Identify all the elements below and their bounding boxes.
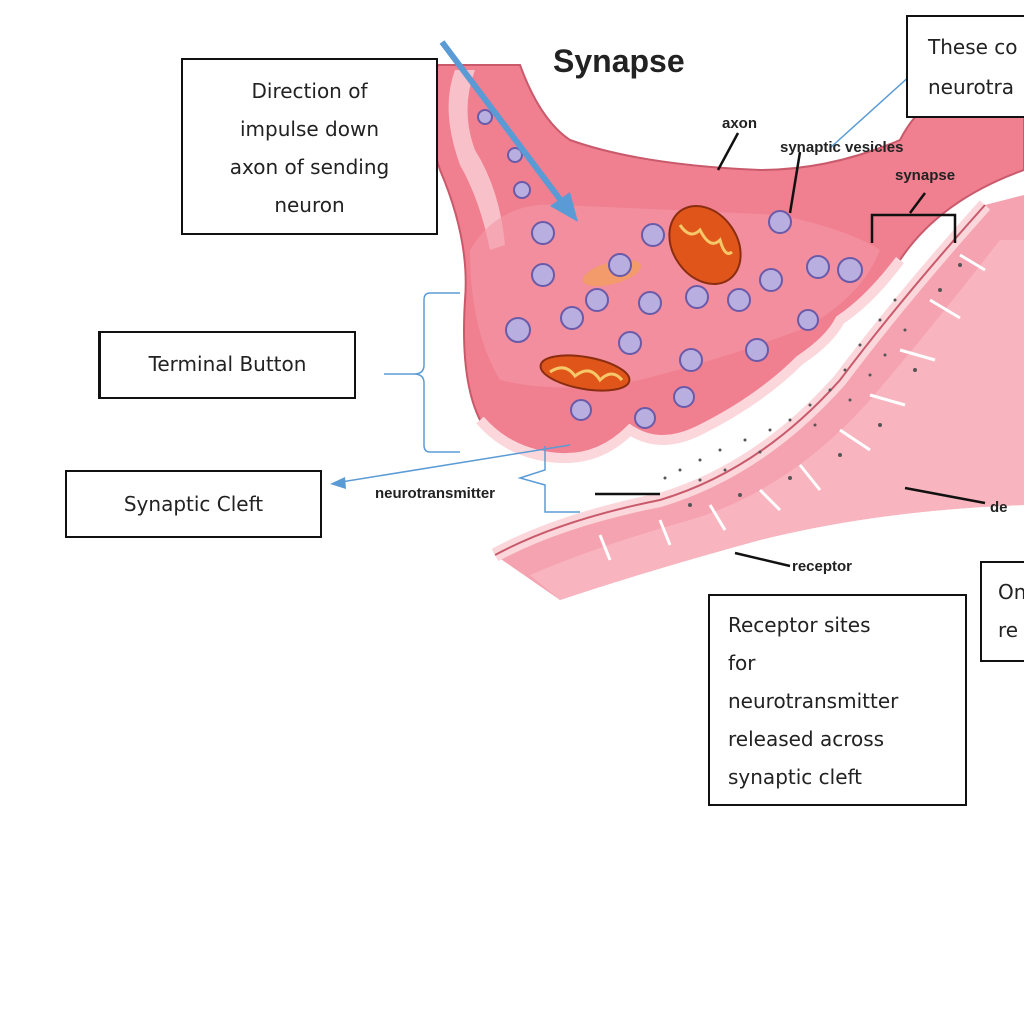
receptor-spikes — [598, 253, 986, 561]
neurotransmitter-dots — [663, 263, 962, 507]
note-line: axon of sending — [229, 155, 390, 179]
note-line: Direction of — [251, 79, 368, 103]
label-dendrite: de — [990, 499, 1008, 516]
note-line: These co — [928, 35, 1018, 59]
note-line: neurotra — [928, 75, 1014, 99]
label-receptor: receptor — [792, 558, 852, 575]
note-text: Synaptic Cleft — [123, 492, 264, 516]
dendrite-inner — [530, 240, 1024, 600]
label-synapse: synapse — [895, 167, 955, 184]
dendrite-edge — [494, 204, 986, 556]
label-neurotransmitter: neurotransmitter — [375, 485, 495, 502]
note-synaptic-cleft: Synaptic Cleft — [65, 470, 322, 538]
axon-light-band — [448, 70, 505, 250]
synaptic-vesicles — [477, 109, 863, 429]
note-receptor-sites: Receptor sites for neurotransmitter rele… — [708, 594, 967, 806]
note-line: released across — [728, 727, 885, 751]
note-line: On — [998, 580, 1024, 604]
note-vesicles-partial: These co neurotra — [906, 15, 1024, 118]
note-line: neurotransmitter — [728, 689, 899, 713]
note-direction-of-impulse: Direction of impulse down axon of sendin… — [181, 58, 438, 235]
note-line: synaptic cleft — [728, 765, 863, 789]
label-axon: axon — [722, 115, 757, 132]
note-line: Receptor sites — [728, 613, 871, 637]
label-synaptic-vesicles: synaptic vesicles — [780, 139, 903, 156]
note-terminal-button: Terminal Button — [98, 331, 356, 399]
terminal-inner — [470, 204, 880, 388]
impulse-direction-arrow — [439, 40, 578, 222]
note-line: for — [728, 651, 756, 675]
mitochondria — [539, 205, 742, 392]
note-line: re — [998, 618, 1019, 642]
note-line: neuron — [274, 193, 345, 217]
diagram-title: Synapse — [553, 43, 685, 79]
label-leaders — [595, 132, 986, 568]
note-right-partial: On re — [980, 561, 1024, 662]
terminal-membrane — [476, 256, 904, 464]
arrowhead-cleft — [330, 477, 346, 489]
note-text: Terminal Button — [148, 352, 307, 376]
note-line: impulse down — [239, 117, 379, 141]
